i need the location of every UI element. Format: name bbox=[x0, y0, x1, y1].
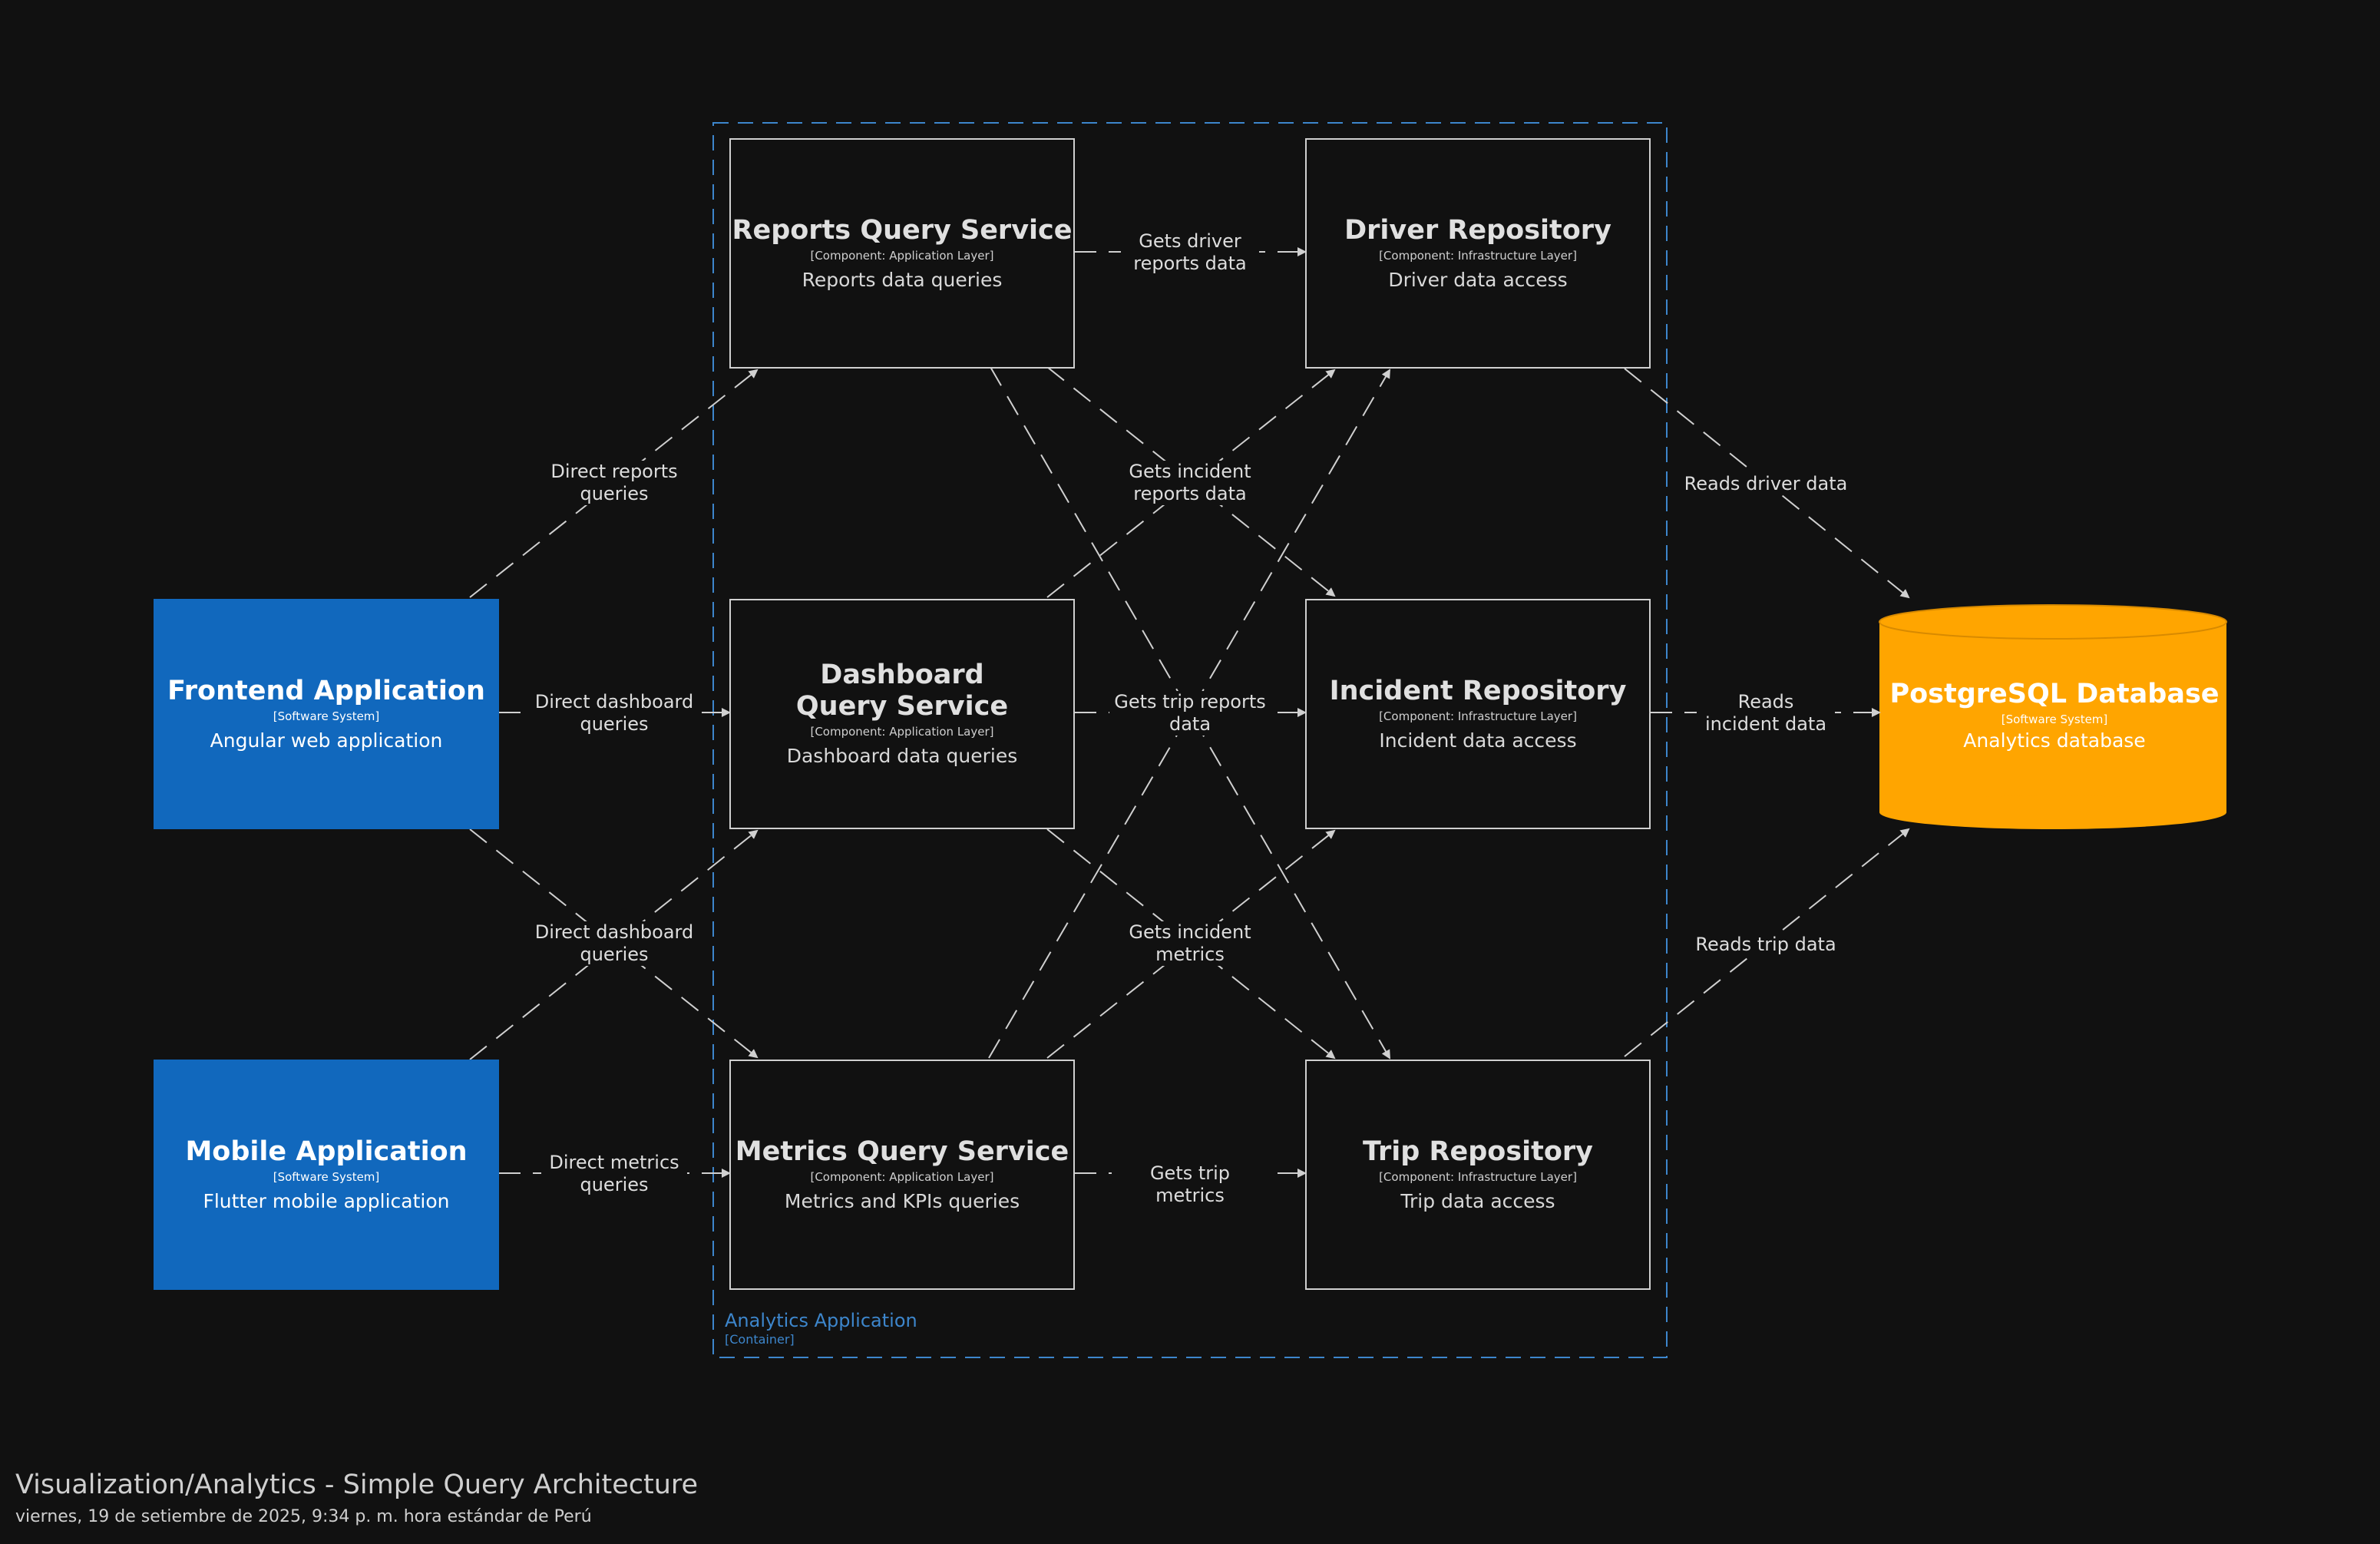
boundary-name: Analytics Application bbox=[725, 1310, 917, 1331]
edge-label-metrics-trip: Gets trip metrics bbox=[1112, 1162, 1268, 1207]
edge-label-mobile-dashboard: Direct dashboard queries bbox=[530, 921, 699, 966]
component-description: Trip data access bbox=[1400, 1189, 1555, 1212]
edge-label-driver-db: Reads driver data bbox=[1681, 473, 1850, 495]
edge-label-reports-trip: Gets trip reports data bbox=[1109, 691, 1271, 736]
component-name: Metrics Query Service bbox=[735, 1136, 1069, 1167]
dashboard-query-service[interactable]: Dashboard Query Service [Component: Appl… bbox=[729, 599, 1075, 829]
component-kind: [Component: Infrastructure Layer] bbox=[1379, 248, 1577, 263]
component-name: Incident Repository bbox=[1329, 675, 1627, 706]
database-cylinder bbox=[1879, 604, 2227, 829]
postgresql-database[interactable]: PostgreSQL Database [Software System] An… bbox=[1879, 679, 2230, 753]
system-name: Frontend Application bbox=[167, 675, 485, 706]
reports-query-service[interactable]: Reports Query Service [Component: Applic… bbox=[729, 138, 1075, 369]
component-name: Dashboard Query Service bbox=[795, 660, 1009, 722]
trip-repository[interactable]: Trip Repository [Component: Infrastructu… bbox=[1305, 1060, 1651, 1290]
system-kind: [Software System] bbox=[273, 1169, 380, 1184]
system-description: Analytics database bbox=[1963, 729, 2146, 752]
edge-label-dashboard-incident: Gets incident metrics bbox=[1121, 921, 1259, 966]
boundary-kind: [Container] bbox=[725, 1332, 795, 1347]
driver-repository[interactable]: Driver Repository [Component: Infrastruc… bbox=[1305, 138, 1651, 369]
component-kind: [Component: Application Layer] bbox=[810, 725, 994, 739]
component-description: Metrics and KPIs queries bbox=[784, 1189, 1020, 1212]
diagram-date: viernes, 19 de setiembre de 2025, 9:34 p… bbox=[15, 1507, 592, 1526]
component-name: Reports Query Service bbox=[732, 214, 1073, 246]
component-kind: [Component: Application Layer] bbox=[810, 248, 994, 263]
component-kind: [Component: Application Layer] bbox=[810, 1169, 994, 1184]
boundary-label: Analytics Application [Container] bbox=[725, 1309, 917, 1347]
component-description: Incident data access bbox=[1379, 729, 1577, 752]
system-name: PostgreSQL Database bbox=[1889, 679, 2220, 709]
component-name: Trip Repository bbox=[1363, 1136, 1593, 1167]
edge-label-frontend-reports: Direct reports queries bbox=[522, 461, 706, 505]
component-description: Dashboard data queries bbox=[786, 745, 1018, 767]
diagram-title: Visualization/Analytics - Simple Query A… bbox=[15, 1470, 699, 1500]
edge-label-frontend-dashboard: Direct dashboard queries bbox=[530, 691, 699, 736]
system-description: Flutter mobile application bbox=[203, 1189, 450, 1212]
edge-label-reports-incident: Gets incident reports data bbox=[1121, 461, 1259, 505]
edge-label-trip-db: Reads trip data bbox=[1689, 934, 1843, 956]
component-kind: [Component: Infrastructure Layer] bbox=[1379, 1169, 1577, 1184]
edge-label-reports-driver: Gets driver reports data bbox=[1121, 230, 1259, 275]
system-kind: [Software System] bbox=[2001, 712, 2108, 726]
mobile-application[interactable]: Mobile Application [Software System] Flu… bbox=[154, 1060, 499, 1290]
analytics-application-boundary bbox=[712, 122, 1668, 1358]
system-description: Angular web application bbox=[210, 729, 443, 752]
component-description: Driver data access bbox=[1388, 268, 1568, 291]
edge-label-mobile-metrics: Direct metrics queries bbox=[541, 1152, 687, 1196]
frontend-application[interactable]: Frontend Application [Software System] A… bbox=[154, 599, 499, 829]
component-kind: [Component: Infrastructure Layer] bbox=[1379, 709, 1577, 723]
component-description: Reports data queries bbox=[802, 268, 1003, 291]
incident-repository[interactable]: Incident Repository [Component: Infrastr… bbox=[1305, 599, 1651, 829]
metrics-query-service[interactable]: Metrics Query Service [Component: Applic… bbox=[729, 1060, 1075, 1290]
system-kind: [Software System] bbox=[273, 709, 380, 723]
edge-label-incident-db: Reads incident data bbox=[1697, 691, 1835, 736]
system-name: Mobile Application bbox=[185, 1136, 468, 1167]
component-name: Driver Repository bbox=[1344, 214, 1611, 246]
